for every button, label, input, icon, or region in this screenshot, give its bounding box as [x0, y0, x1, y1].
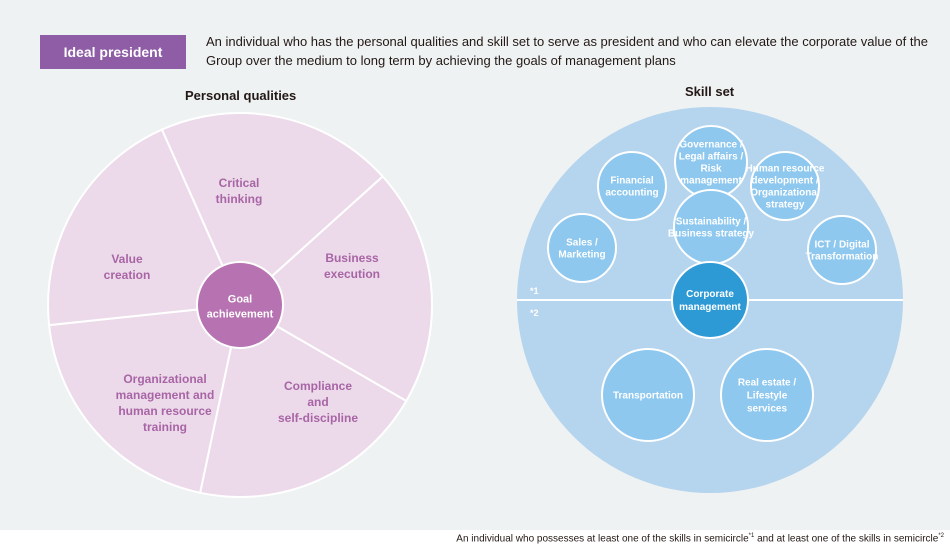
segment-label-value-creation-line: creation	[104, 268, 151, 282]
corporate-management-circle	[671, 261, 749, 339]
skill-label-human-resource-line: Organizational	[750, 188, 820, 199]
segment-label-organizational-management-line: human resource	[118, 404, 212, 418]
segment-label-organizational-management: Organizational management and human resour…	[116, 372, 215, 434]
segment-label-critical-thinking-line: Critical	[219, 176, 260, 190]
skill-label-human-resource-line: Human resource	[746, 164, 825, 175]
skill-label-sustainability: Sustainability /Business strategy	[668, 217, 755, 240]
semicircle-marker-2: *2	[530, 308, 539, 318]
ideal-president-definition: An individual who has the personal quali…	[206, 34, 928, 68]
goal-achievement-circle	[196, 261, 284, 349]
skill-label-sales-marketing: Sales /Marketing	[558, 238, 605, 261]
skill-label-governance-line: Legal affairs /	[679, 152, 744, 163]
segment-label-compliance-line: and	[307, 395, 328, 409]
skill-bubble-sales-marketing	[547, 213, 617, 283]
segment-label-organizational-management-line: Organizational	[123, 372, 206, 386]
segment-label-critical-thinking-line: thinking	[216, 192, 263, 206]
segment-compliance	[198, 303, 408, 498]
corporate-management-label-line: Corporate	[686, 289, 734, 300]
footnote-text-2: and at least one of the skills in semici…	[754, 533, 939, 545]
footnote-text-1: An individual who possesses at least one…	[456, 533, 749, 545]
segment-critical-thinking	[160, 111, 385, 307]
goal-achievement-label-line: achievement	[207, 308, 274, 320]
segment-label-organizational-management-line: training	[143, 420, 187, 434]
skill-label-real-estate-lifestyle-line: services	[747, 404, 787, 415]
segment-value-creation	[47, 128, 242, 327]
ideal-president-badge: Ideal president	[40, 35, 186, 69]
skill-label-sales-marketing-line: Marketing	[558, 250, 605, 261]
skill-bubble-real-estate-lifestyle	[720, 348, 814, 442]
goal-achievement-label: Goal achievement	[207, 293, 274, 320]
skill-label-governance-line: Governance /	[679, 140, 743, 151]
segment-organizational-management	[48, 303, 242, 494]
segment-label-value-creation: Value creation	[104, 252, 151, 282]
skill-label-human-resource-line: development /	[751, 176, 818, 187]
skill-label-sales-marketing-line: Sales /	[566, 238, 598, 249]
footnote-sup-1: *1	[748, 533, 755, 539]
skill-bubble-financial-accounting	[597, 151, 667, 221]
skill-label-financial-accounting-line: Financial	[610, 176, 654, 187]
segment-label-value-creation-line: Value	[111, 252, 143, 266]
segment-label-compliance-line: self-discipline	[278, 411, 358, 425]
skill-label-real-estate-lifestyle-line: Real estate /	[738, 378, 797, 389]
segment-business-execution	[238, 175, 434, 403]
skill-label-sustainability-line: Business strategy	[668, 229, 755, 240]
segment-label-business-execution-line: Business	[325, 251, 379, 265]
skill-bubble-transportation	[601, 348, 695, 442]
segment-label-organizational-management-line: management and	[116, 388, 215, 402]
skill-label-real-estate-lifestyle: Real estate / Lifestyle services	[738, 378, 797, 415]
skill-label-sustainability-line: Sustainability /	[676, 217, 747, 228]
skill-label-human-resource-line: strategy	[766, 200, 805, 211]
skill-label-ict-digital-line: Transformation	[806, 252, 879, 263]
personal-qualities-heading: Personal qualities	[185, 88, 297, 103]
segment-label-compliance: Compliance and self-discipline	[278, 379, 358, 425]
corporate-management-label: Corporate management	[679, 289, 741, 313]
skill-bubble-human-resource	[750, 151, 820, 221]
segment-label-business-execution: Business execution	[324, 251, 380, 281]
semicircle-marker-1: *1	[530, 286, 539, 296]
skill-label-financial-accounting-line: accounting	[605, 188, 658, 199]
goal-achievement-label-line: Goal	[228, 293, 252, 305]
footnote-sup-2: *2	[938, 533, 944, 539]
footnote: An individual who possesses at least one…	[456, 533, 944, 544]
segment-label-business-execution-line: execution	[324, 267, 380, 281]
skill-set-heading: Skill set	[685, 84, 735, 99]
corporate-management-label-line: management	[679, 302, 741, 313]
skill-label-ict-digital-line: ICT / Digital	[815, 240, 870, 251]
skill-label-governance-line: management	[680, 176, 742, 187]
segment-label-critical-thinking: Critical thinking	[216, 176, 263, 206]
skill-bubble-ict-digital	[807, 215, 877, 285]
skill-label-transportation-line: Transportation	[613, 391, 683, 402]
skill-label-real-estate-lifestyle-line: Lifestyle	[747, 391, 788, 402]
skill-label-transportation: Transportation	[613, 391, 683, 402]
skill-label-governance-line: Risk	[700, 164, 722, 175]
segment-label-compliance-line: Compliance	[284, 379, 352, 393]
